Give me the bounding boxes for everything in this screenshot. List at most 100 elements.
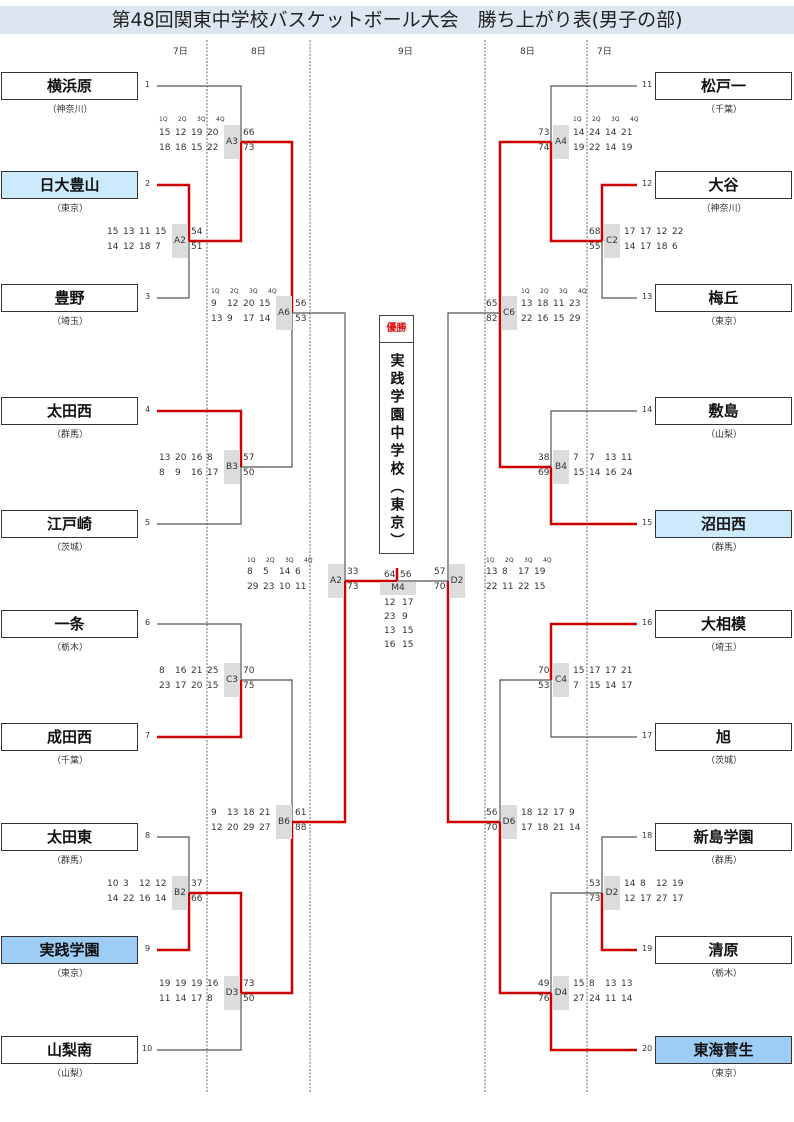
- match-total-top: 57: [243, 453, 255, 463]
- team-prefecture: （埼玉）: [705, 643, 742, 653]
- quarter-header: 2Q: [230, 288, 239, 295]
- quarter-score: 15: [573, 666, 585, 676]
- team-name-box: 大相模: [655, 610, 792, 638]
- quarter-score: 12: [155, 879, 167, 889]
- line-B6: [292, 581, 347, 824]
- match-total-top: 68: [589, 227, 601, 237]
- quarter-score: 5: [263, 567, 269, 577]
- line-C3: [241, 679, 293, 822]
- quarter-score: 11: [502, 582, 514, 592]
- quarter-score: 15: [573, 468, 585, 478]
- team-prefecture: （栃木）: [51, 643, 88, 653]
- match-total-top: 61: [295, 808, 307, 818]
- quarter-score: 20: [191, 681, 203, 691]
- quarter-score: 20: [227, 823, 239, 833]
- team-name-box: 太田西: [1, 397, 138, 425]
- champion-header: 優勝: [380, 316, 413, 343]
- quarter-score: 12: [227, 299, 239, 309]
- quarter-score: 19: [159, 979, 171, 989]
- quarter-score: 15: [259, 299, 271, 309]
- quarter-header: 2Q: [540, 288, 549, 295]
- quarter-score: 14: [624, 242, 636, 252]
- quarter-score: 18: [521, 808, 533, 818]
- quarter-score: 17: [243, 314, 255, 324]
- quarter-header: 2Q: [505, 557, 514, 564]
- team-name-box: 一条: [1, 610, 138, 638]
- line-9: [157, 893, 191, 952]
- quarter-score: 22: [521, 314, 533, 324]
- team-prefecture: （群馬）: [51, 430, 88, 440]
- match-label: C6: [501, 296, 517, 330]
- quarter-score: 7: [589, 453, 595, 463]
- seed-number: 9: [145, 944, 151, 953]
- quarter-score: 20: [207, 128, 219, 138]
- quarter-score: 12: [624, 894, 636, 904]
- quarter-score: 16: [537, 314, 549, 324]
- quarter-score: 14: [175, 994, 187, 1004]
- quarter-score: 19: [191, 128, 203, 138]
- quarter-score: 17: [175, 681, 187, 691]
- quarter-score: 20: [243, 299, 255, 309]
- quarter-header: 4Q: [630, 116, 639, 123]
- line-20: [549, 993, 637, 1052]
- line-2: [157, 183, 191, 241]
- quarter-score: 9: [569, 808, 575, 818]
- quarter-score: 14: [279, 567, 291, 577]
- quarter-score: 23: [159, 681, 171, 691]
- quarter-header: 3Q: [249, 288, 258, 295]
- line-16: [549, 622, 637, 680]
- seed-number: 4: [145, 405, 151, 414]
- team-name-box: 江戸崎: [1, 510, 138, 538]
- quarter-score: 18: [175, 143, 187, 153]
- match-total-top: 53: [589, 879, 601, 889]
- quarter-score: 13: [521, 299, 533, 309]
- page-title: 第48回関東中学校バスケットボール大会 勝ち上がり表(男子の部): [0, 6, 794, 34]
- quarter-score: 22: [123, 894, 135, 904]
- quarter-score: 14: [589, 468, 601, 478]
- quarter-score: 19: [621, 143, 633, 153]
- team-name-box: 松戸一: [655, 72, 792, 100]
- quarter-score: 17: [624, 227, 636, 237]
- quarter-score: 29: [569, 314, 581, 324]
- quarter-score: 13: [621, 979, 633, 989]
- quarter-score: 21: [621, 128, 633, 138]
- quarter-header: 4Q: [216, 116, 225, 123]
- line-B4: [498, 313, 551, 469]
- team-name-box: 敷島: [655, 397, 792, 425]
- match-total-bottom: 74: [538, 143, 550, 153]
- quarter-score: 17: [207, 468, 219, 478]
- quarter-score: 15: [159, 128, 171, 138]
- line-4: [157, 409, 243, 467]
- quarter-header: 3Q: [559, 288, 568, 295]
- match-label: D2: [449, 564, 465, 598]
- match-total-top: 73: [538, 128, 550, 138]
- final-total-right: 56: [400, 570, 412, 580]
- team-prefecture: （群馬）: [705, 856, 742, 866]
- match-total-bottom: 73: [243, 143, 255, 153]
- match-total-bottom: 70: [434, 582, 446, 592]
- quarter-header: 4Q: [543, 557, 552, 564]
- quarter-score: 12: [211, 823, 223, 833]
- quarter-header: 2Q: [178, 116, 187, 123]
- match-total-top: 54: [191, 227, 203, 237]
- team-prefecture: （山梨）: [51, 1069, 88, 1079]
- quarter-score: 14: [107, 894, 119, 904]
- quarter-score: 8: [589, 979, 595, 989]
- quarter-score: 12: [123, 242, 135, 252]
- quarter-score: 14: [605, 681, 617, 691]
- quarter-header: 3Q: [197, 116, 206, 123]
- day-label: 7日: [597, 47, 612, 57]
- quarter-score: 23: [569, 299, 581, 309]
- team-name-box: 日大豊山: [1, 171, 138, 199]
- match-total-bottom: 69: [538, 468, 550, 478]
- quarter-score: 12: [175, 128, 187, 138]
- quarter-header: 2Q: [266, 557, 275, 564]
- match-label: B6: [276, 805, 292, 839]
- quarter-score: 21: [191, 666, 203, 676]
- quarter-score: 21: [259, 808, 271, 818]
- quarter-score: 22: [518, 582, 530, 592]
- team-prefecture: （東京）: [705, 1069, 742, 1079]
- match-total-top: 66: [243, 128, 255, 138]
- quarter-score: 29: [243, 823, 255, 833]
